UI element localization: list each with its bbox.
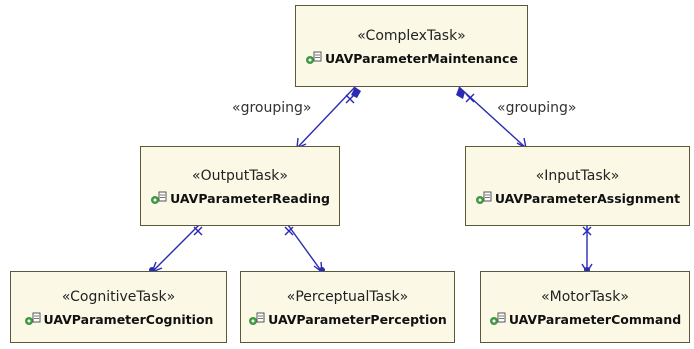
composition-diamond-right	[456, 87, 465, 99]
cross-mark-input-b	[582, 226, 592, 236]
class-element-icon	[489, 312, 506, 325]
cross-mark-output-left-b	[193, 226, 203, 236]
task-name: UAVParameterCommand	[508, 311, 682, 327]
task-name: UAVParameterPerception	[268, 311, 447, 327]
task-name: UAVParameterMaintenance	[325, 50, 518, 66]
motor-task-node[interactable]: «MotorTask» UAVParameterCommand	[480, 271, 690, 343]
cross-mark-complex-right-b	[465, 93, 475, 103]
association-edge-output-cognitive[interactable]	[151, 224, 200, 273]
stereotype-label: «CognitiveTask»	[61, 288, 176, 305]
task-name: UAVParameterAssignment	[494, 190, 681, 206]
grouping-label-right: «grouping»	[497, 100, 577, 116]
class-element-icon	[249, 312, 265, 325]
stereotype-label: «PerceptualTask»	[286, 288, 409, 305]
association-edge-output-perceptual[interactable]	[287, 224, 323, 273]
cross-mark-output-right-b	[284, 226, 294, 236]
class-element-icon	[24, 312, 41, 325]
task-name: UAVParameterReading	[170, 190, 330, 206]
class-element-icon	[151, 191, 167, 204]
cognitive-task-node[interactable]: «CognitiveTask» UAVParameterCognition	[10, 271, 227, 343]
composition-edge-complex-output[interactable]	[296, 86, 356, 149]
stereotype-label: «ComplexTask»	[357, 27, 466, 44]
class-element-icon	[306, 51, 322, 64]
stereotype-label: «MotorTask»	[541, 288, 629, 305]
complex-task-node[interactable]: «ComplexTask» UAVParameterMaintenance	[295, 5, 528, 87]
input-task-node[interactable]: «InputTask» UAVParameterAssignment	[465, 146, 690, 226]
cross-mark-complex-left-b	[345, 94, 355, 104]
output-task-node[interactable]: «OutputTask» UAVParameterReading	[140, 146, 340, 226]
grouping-label-left: «grouping»	[232, 100, 312, 116]
stereotype-label: «OutputTask»	[192, 167, 288, 184]
perceptual-task-node[interactable]: «PerceptualTask» UAVParameterPerception	[240, 271, 455, 343]
stereotype-label: «InputTask»	[535, 167, 620, 184]
task-name: UAVParameterCognition	[43, 311, 214, 327]
class-element-icon	[475, 191, 492, 204]
